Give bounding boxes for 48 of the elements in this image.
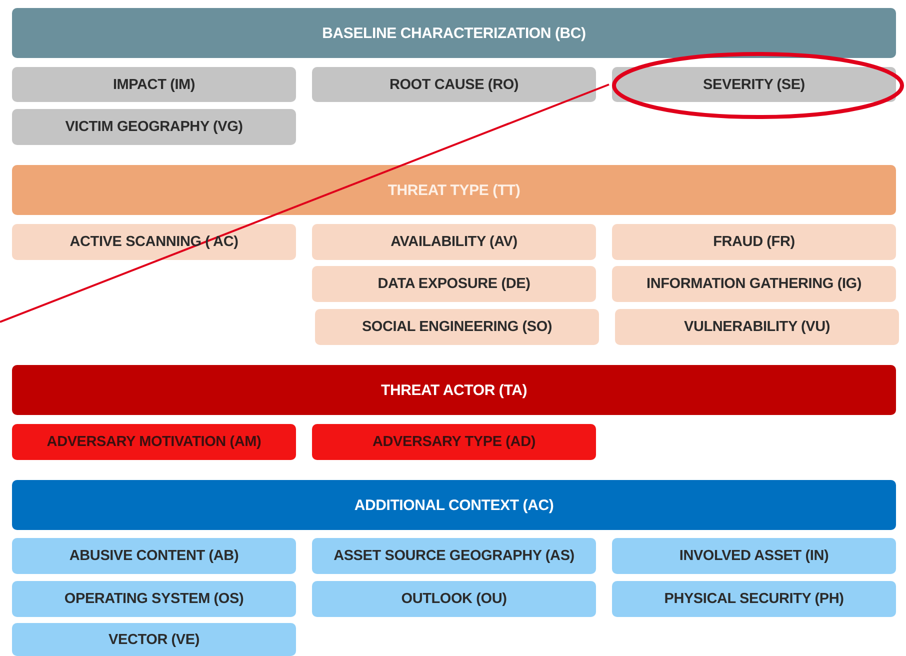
category-header [12, 165, 896, 215]
category-item [12, 424, 296, 460]
category-item [12, 623, 296, 656]
category-item [12, 581, 296, 617]
item-label: BASELINE CHARACTERIZATION (BC) [322, 24, 586, 42]
item-label: DATA EXPOSURE (DE) [378, 276, 530, 292]
category-item [612, 67, 896, 102]
item-label: INFORMATION GATHERING (IG) [646, 276, 862, 292]
item-label: THREAT ACTOR (TA) [380, 382, 528, 398]
item-label: AVAILABILITY (AV) [390, 234, 518, 250]
category-item [615, 309, 899, 345]
leader-line [0, 84, 610, 323]
category-item [12, 109, 296, 145]
item-label: OUTLOOK (OU) [401, 591, 507, 607]
category-item [312, 224, 596, 260]
category-item [612, 224, 896, 260]
item-label: PHYSICAL SECURITY (PH) [664, 591, 844, 607]
item-label: THREAT TYPE (TT) [388, 182, 520, 198]
item-label: VECTOR (VE) [108, 632, 200, 648]
item-label: SOCIAL ENGINEERING (SO) [362, 319, 552, 335]
item-label: ADDITIONAL CONTEXT (AC) [354, 496, 554, 514]
item-label: ADVERSARY TYPE (AD) [372, 434, 536, 450]
category-item [315, 309, 599, 345]
category-item [312, 67, 596, 102]
item-label: ASSET SOURCE GEOGRAPHY (AS) [334, 548, 574, 564]
item-label: ADVERSARY MOTIVATION (AM) [46, 434, 262, 450]
category-item [612, 581, 896, 617]
item-label: FRAUD (FR) [713, 234, 795, 250]
category-header [12, 365, 896, 415]
category-item [612, 538, 896, 574]
item-label: VULNERABILITY (VU) [684, 319, 830, 335]
category-header [12, 8, 896, 58]
category-item [312, 581, 596, 617]
category-item [312, 266, 596, 302]
item-label: ROOT CAUSE (RO) [389, 76, 519, 92]
item-label: IMPACT (IM) [112, 76, 196, 92]
category-item [12, 224, 296, 260]
category-item [612, 266, 896, 302]
item-label: VICTIM GEOGRAPHY (VG) [65, 119, 243, 135]
item-label: OPERATING SYSTEM (OS) [64, 591, 244, 607]
category-item [312, 538, 596, 574]
category-item [312, 424, 596, 460]
item-label: SEVERITY (SE) [703, 76, 805, 92]
category-header [12, 480, 896, 530]
category-item [12, 538, 296, 574]
category-item [12, 67, 296, 102]
item-label: ABUSIVE CONTENT (AB) [69, 548, 239, 564]
item-label: INVOLVED ASSET (IN) [679, 548, 829, 564]
